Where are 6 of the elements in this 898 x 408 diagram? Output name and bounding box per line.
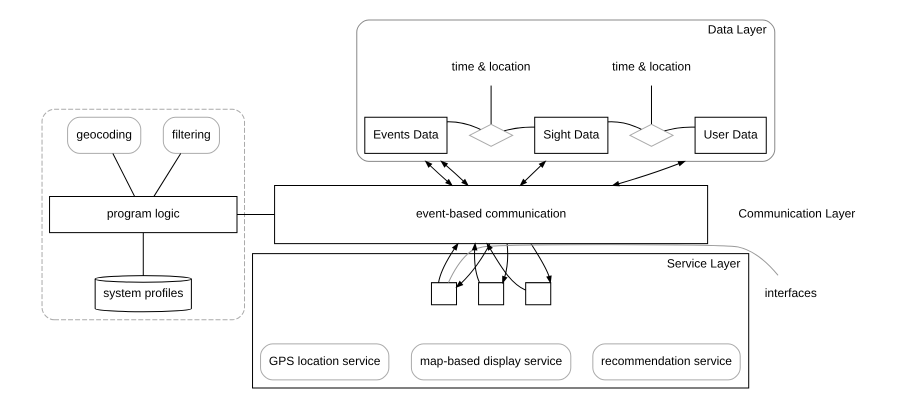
node-text: time & location [612, 59, 691, 74]
node-label: Service Layer [666, 256, 740, 270]
node-text: interfaces [764, 286, 817, 300]
node-label: Data Layer [708, 22, 767, 37]
node-text: time & location [452, 59, 531, 74]
node-label: Communication Layer [738, 206, 856, 221]
